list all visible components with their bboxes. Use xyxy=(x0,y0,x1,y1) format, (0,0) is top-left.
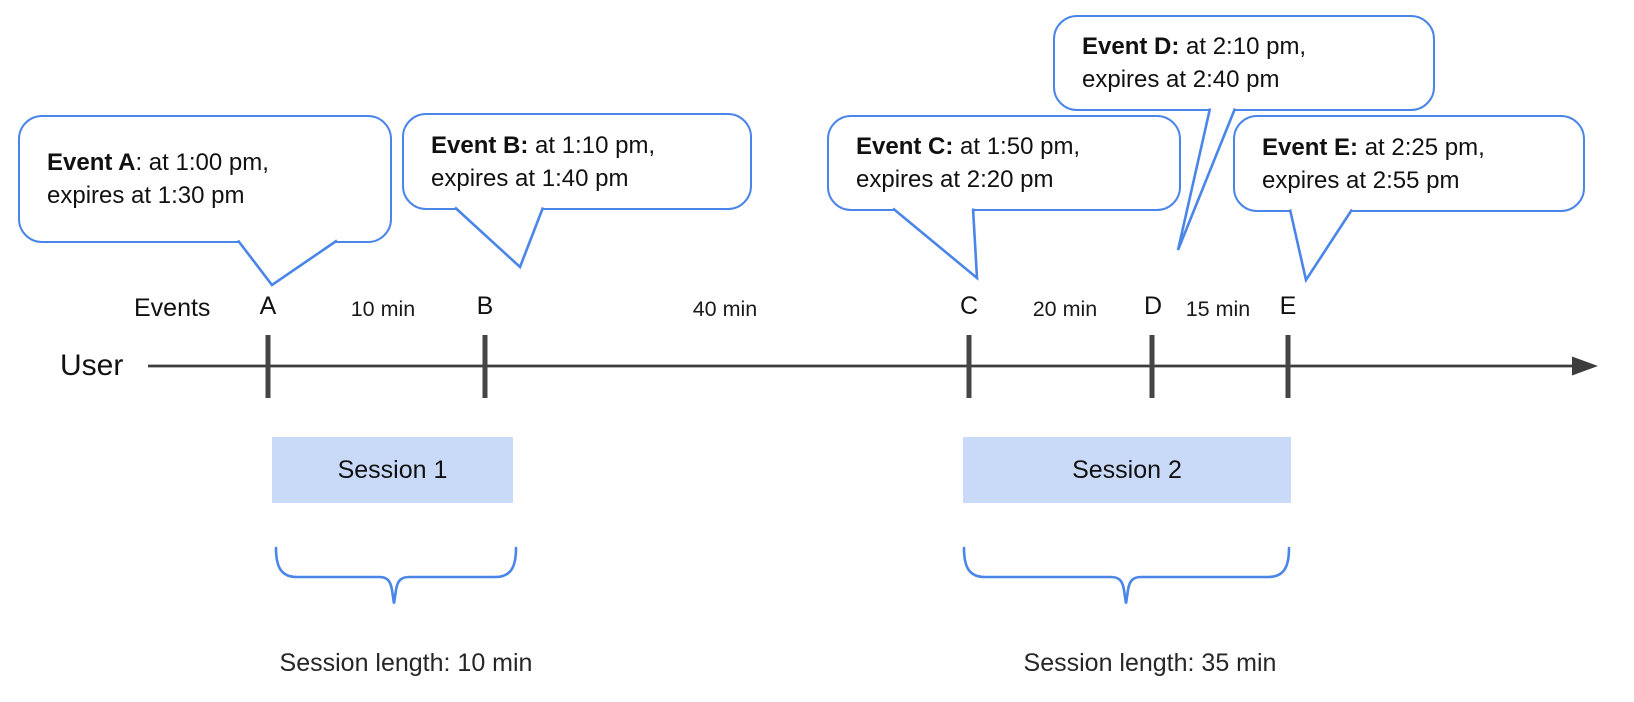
bubble-tail-D xyxy=(1176,108,1237,251)
events-axis-label: Events xyxy=(134,294,211,322)
event-bubble-C: Event C: at 1:50 pm, expires at 2:20 pm xyxy=(827,115,1181,211)
session-1-label: Session 1 xyxy=(337,455,448,484)
bubble-tail-B xyxy=(454,206,545,270)
session-1-length-label: Session length: 10 min xyxy=(279,649,533,677)
session-1-box: Session 1 xyxy=(272,437,513,503)
bubble-tail-E xyxy=(1288,208,1354,284)
session-2-length-label: Session length: 35 min xyxy=(1023,649,1277,677)
event-bubble-E-line1: Event E: at 2:25 pm, xyxy=(1262,133,1485,161)
event-bubble-A-line1: Event A: at 1:00 pm, xyxy=(47,149,269,176)
tick-label-E: E xyxy=(1279,292,1297,320)
interval-label-a-b: 10 min xyxy=(350,297,416,321)
session-2-label: Session 2 xyxy=(1072,455,1182,484)
interval-label-b-c: 40 min xyxy=(692,297,758,321)
user-axis-label: User xyxy=(60,349,124,382)
event-bubble-C-line1: Event C: at 1:50 pm, xyxy=(856,133,1081,160)
tick-label-C: C xyxy=(959,292,979,320)
event-bubble-D-line1: Event D: at 2:10 pm, xyxy=(1082,33,1307,60)
event-bubble-E: Event E: at 2:25 pm, expires at 2:55 pm xyxy=(1233,115,1585,212)
tick-label-D: D xyxy=(1143,292,1163,320)
tick-label-B: B xyxy=(476,292,494,320)
timeline-arrowhead-icon xyxy=(1572,356,1598,376)
event-bubble-A: Event A: at 1:00 pm, expires at 1:30 pm xyxy=(18,115,392,243)
event-bubble-B: Event B: at 1:10 pm, expires at 1:40 pm xyxy=(402,113,752,210)
event-bubble-C-line2: expires at 2:20 pm xyxy=(856,166,1054,193)
event-bubble-E-line2: expires at 2:55 pm xyxy=(1262,166,1460,194)
event-bubble-D: Event D: at 2:10 pm, expires at 2:40 pm xyxy=(1053,15,1435,111)
interval-label-c-d: 20 min xyxy=(1032,297,1098,321)
event-bubble-B-line2: expires at 1:40 pm xyxy=(431,164,629,192)
tick-label-A: A xyxy=(259,292,277,320)
session-2-brace xyxy=(962,546,1291,604)
event-bubble-B-line1: Event B: at 1:10 pm, xyxy=(431,131,656,159)
session-2-box: Session 2 xyxy=(963,437,1291,503)
bubble-tail-A xyxy=(236,239,338,287)
bubble-tail-C xyxy=(892,207,979,281)
session-1-brace xyxy=(274,546,518,604)
interval-label-d-e: 15 min xyxy=(1185,297,1251,321)
event-bubble-D-line2: expires at 2:40 pm xyxy=(1082,66,1280,93)
event-bubble-A-line2: expires at 1:30 pm xyxy=(47,182,245,209)
